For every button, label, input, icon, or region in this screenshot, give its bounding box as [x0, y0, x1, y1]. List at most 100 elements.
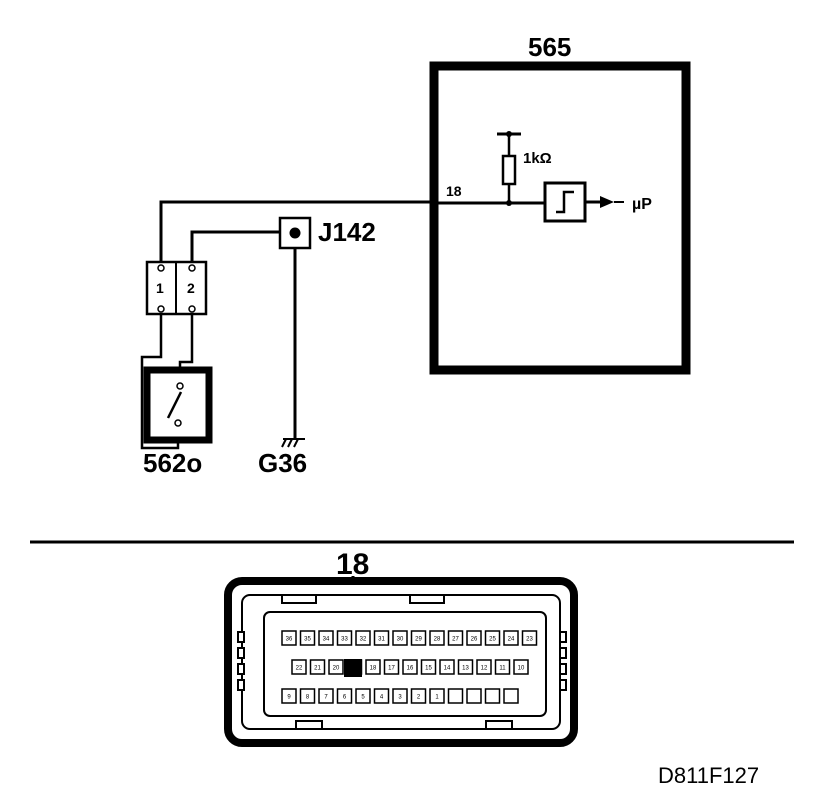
ecu-box	[429, 61, 691, 375]
pin-number-label: 10	[518, 666, 525, 672]
bottom-latches	[295, 720, 513, 729]
pin-cavity	[503, 688, 519, 704]
pin-cavity	[392, 630, 408, 646]
pin-number-label: 25	[489, 637, 496, 643]
pin-number-label: 7	[324, 695, 328, 701]
pin-number-label: 22	[296, 666, 303, 672]
pin-number-label: 8	[306, 695, 310, 701]
pin-number-label: 17	[388, 666, 395, 672]
pin-cavity	[299, 630, 316, 646]
pin-cavity	[521, 630, 538, 646]
pin-cavity	[484, 688, 501, 704]
resistor-label: 1kΩ	[523, 150, 552, 167]
pin-number-label: 32	[360, 637, 367, 643]
pin-cavity	[466, 630, 482, 646]
ground-icon	[281, 438, 305, 448]
junction-label: J142	[318, 217, 376, 247]
pin-number-label: 14	[444, 666, 451, 672]
pin-number-label: 2	[417, 695, 421, 701]
pin-number-label: 36	[286, 637, 293, 643]
pin-cavity	[309, 659, 326, 675]
pin-number-label: 21	[314, 666, 321, 672]
pin-number-label: 31	[378, 637, 385, 643]
pin-number-label: 30	[397, 637, 404, 643]
pin-number-label: 9	[287, 695, 291, 701]
pin-cavity	[281, 688, 297, 704]
pin-cavity	[336, 630, 353, 646]
pin-18-highlight	[344, 659, 362, 677]
pin-field	[263, 611, 547, 717]
pin-cavity	[383, 659, 400, 675]
right-ridges	[559, 631, 567, 691]
pin-number-label: 12	[481, 666, 488, 672]
switch-bottom-contact	[174, 419, 182, 427]
pin-cavity	[447, 688, 464, 704]
pin-cavity	[439, 659, 455, 675]
pin1-bottom-terminal	[157, 305, 165, 313]
pin-number-label: 34	[323, 637, 330, 643]
pin-number-label: 15	[425, 666, 432, 672]
pin-cavity	[503, 630, 519, 646]
pin-cavity	[476, 659, 492, 675]
pin-row-2: 22212019181716151413121110	[291, 659, 529, 675]
pin-number-label: 28	[434, 637, 441, 643]
wire-pin1-to-switch	[140, 314, 180, 450]
pin-cavity	[447, 630, 464, 646]
pin1-top-terminal	[157, 264, 165, 272]
pin-cavity	[336, 688, 353, 704]
pin-number-label: 29	[415, 637, 422, 643]
connector-housing-inner	[241, 594, 561, 730]
pin-cavity	[420, 659, 437, 675]
wire-pin1-to-ecu	[159, 200, 434, 262]
pin-cavity	[429, 630, 445, 646]
pin-cavity	[355, 688, 371, 704]
pin-number-label: 1	[435, 695, 439, 701]
pin-number-label: 16	[407, 666, 414, 672]
pin-cavity	[291, 659, 307, 675]
pin-cavity	[328, 659, 344, 675]
pin-cavity	[457, 659, 474, 675]
pin-number-label: 24	[508, 637, 515, 643]
callout-label: 18	[336, 548, 369, 581]
pin-cavity	[484, 630, 501, 646]
pin-cavity	[299, 688, 316, 704]
pin-number-label: 6	[343, 695, 347, 701]
ecu-label: 565	[528, 32, 571, 62]
connector-pin-1-label: 1	[156, 280, 164, 296]
pin-number-label: 11	[499, 666, 506, 672]
pin-cavity	[373, 688, 390, 704]
pin-cavity	[410, 688, 427, 704]
pin-number-label: 3	[398, 695, 402, 701]
connector-pin-2-label: 2	[187, 280, 195, 296]
pin-number-label: 27	[452, 637, 459, 643]
resistor-icon	[501, 154, 517, 186]
switch-box	[143, 366, 213, 444]
pin-cavity	[513, 659, 529, 675]
pin2-top-terminal	[188, 264, 196, 272]
pin2-bottom-terminal	[188, 305, 196, 313]
pin-cavity	[429, 688, 445, 704]
pullup-junction	[506, 200, 512, 206]
pin-cavity	[402, 659, 418, 675]
pin-number-label: 35	[304, 637, 311, 643]
pin-cavity	[373, 630, 390, 646]
j142-node	[289, 227, 301, 239]
pin-number-label: 18	[370, 666, 377, 672]
pin-number-label: 4	[380, 695, 384, 701]
pin-number-label: 26	[471, 637, 478, 643]
wire-pin2-to-j142	[190, 230, 296, 262]
output-arrow-icon	[600, 196, 614, 208]
switch-top-contact	[176, 382, 184, 390]
pin-number-label: 23	[526, 637, 533, 643]
ground-label: G36	[258, 448, 307, 478]
pin-cavity	[410, 630, 427, 646]
pin-cavity	[318, 688, 334, 704]
schmitt-trigger-icon	[556, 190, 574, 214]
pin-cavity	[365, 659, 381, 675]
pin-cavity	[392, 688, 408, 704]
switch-label: 562o	[143, 448, 202, 478]
pin-cavity	[494, 659, 511, 675]
